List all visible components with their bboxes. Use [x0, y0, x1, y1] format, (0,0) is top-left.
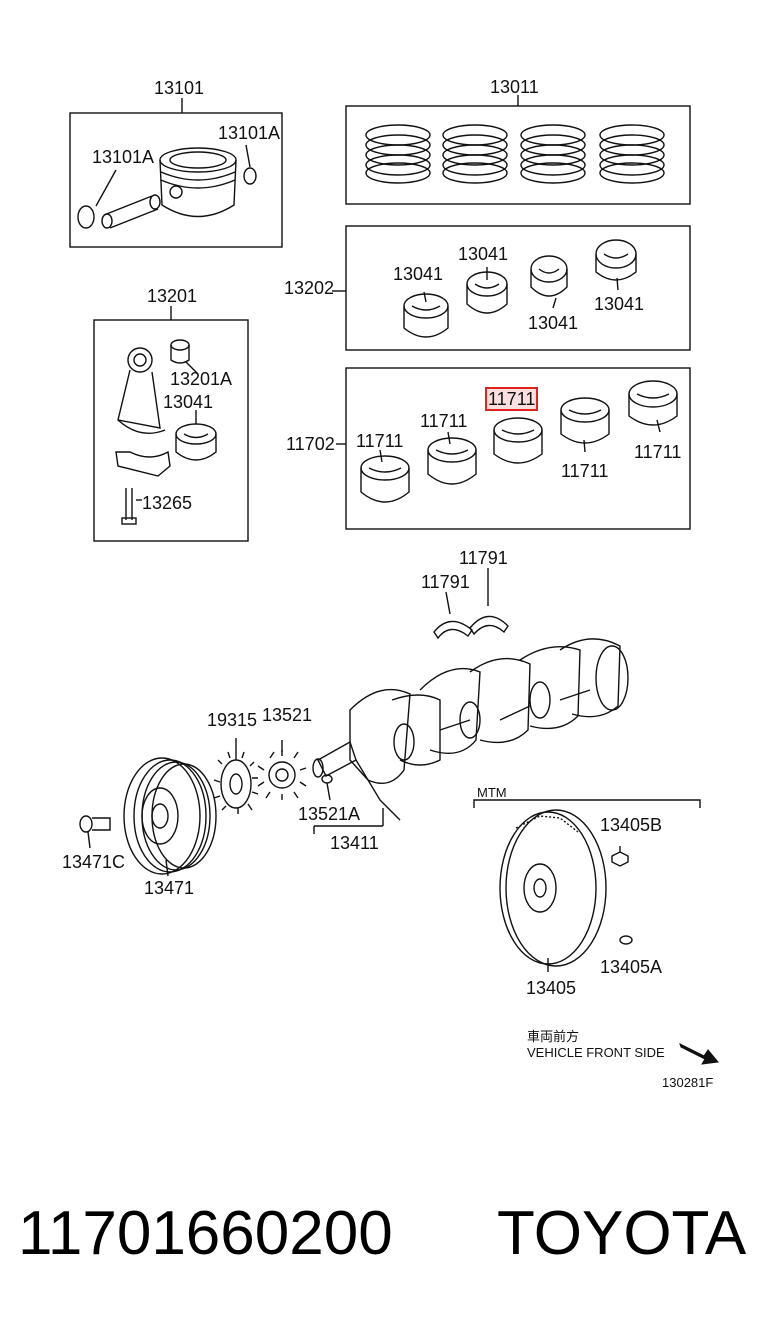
- flywheel: [499, 809, 607, 972]
- label-11791-right: 11791: [459, 548, 508, 568]
- crank-pulley: [123, 757, 217, 877]
- label-13265: 13265: [142, 493, 193, 513]
- main-bearings: [360, 380, 678, 503]
- rod-bearing-box: [345, 225, 691, 351]
- label-13101a-left: 13101A: [92, 147, 155, 167]
- label-13471: 13471: [144, 878, 195, 898]
- main-bearing-box: [345, 367, 691, 530]
- label-11711-a: 11711: [356, 431, 404, 451]
- label-11791-left: 11791: [421, 572, 470, 592]
- vehicle-front-arrow: [679, 1043, 719, 1065]
- label-13521: 13521: [262, 705, 313, 725]
- vehicle-front-label-en: VEHICLE FRONT SIDE: [527, 1045, 665, 1060]
- label-13405a: 13405A: [600, 957, 663, 977]
- label-13011: 13011: [490, 77, 539, 97]
- snap-ring-right: [243, 167, 257, 185]
- mtm-bracket: [473, 799, 701, 808]
- label-13041-a: 13041: [393, 264, 444, 284]
- small-end-bushing: [170, 339, 199, 375]
- snap-ring-left: [77, 205, 95, 229]
- label-13101: 13101: [154, 78, 205, 98]
- label-mtm: MTM: [477, 785, 507, 800]
- label-13041-rod: 13041: [163, 392, 214, 412]
- piston-box: [69, 112, 283, 248]
- flywheel-washer: [619, 935, 633, 945]
- label-13521a: 13521A: [298, 804, 361, 824]
- label-13041-c: 13041: [528, 313, 579, 333]
- label-11711-d: 11711: [561, 461, 609, 481]
- timing-gear: [257, 740, 307, 800]
- label-19315: 19315: [207, 710, 258, 730]
- label-13405: 13405: [526, 978, 577, 998]
- label-11711-highlighted[interactable]: 11711: [484, 387, 539, 411]
- label-13201a: 13201A: [170, 369, 233, 389]
- oil-pump-sprocket: [213, 738, 259, 814]
- rod-box-bearing: [175, 410, 217, 461]
- piston-pin: [101, 194, 161, 229]
- crankshaft: [312, 638, 629, 834]
- label-13041-d: 13041: [594, 294, 645, 314]
- piston-ring-sets: [365, 124, 665, 184]
- vehicle-front-label-jp: 車両前方: [527, 1029, 580, 1044]
- label-13471c: 13471C: [62, 852, 126, 872]
- label-13041-b: 13041: [458, 244, 509, 264]
- thrust-washers: [433, 568, 509, 640]
- label-11711-b: 11711: [420, 411, 468, 431]
- label-11711-e: 11711: [634, 442, 682, 462]
- connecting-rod: [115, 347, 171, 525]
- part-number: 11701660200: [18, 1199, 393, 1268]
- label-11702: 11702: [286, 434, 335, 454]
- label-13101a-right: 13101A: [218, 123, 281, 143]
- diagram-reference-code: 130281F: [662, 1075, 714, 1090]
- rod-bearings: [403, 239, 637, 338]
- piston: [159, 147, 237, 218]
- brand-name: TOYOTA: [497, 1199, 747, 1268]
- flywheel-bolt: [611, 846, 629, 867]
- pulley-bolt: [79, 815, 111, 849]
- label-13411: 13411: [330, 833, 379, 853]
- label-13405b: 13405B: [600, 815, 663, 835]
- label-13202: 13202: [284, 278, 335, 298]
- label-13201: 13201: [147, 286, 198, 306]
